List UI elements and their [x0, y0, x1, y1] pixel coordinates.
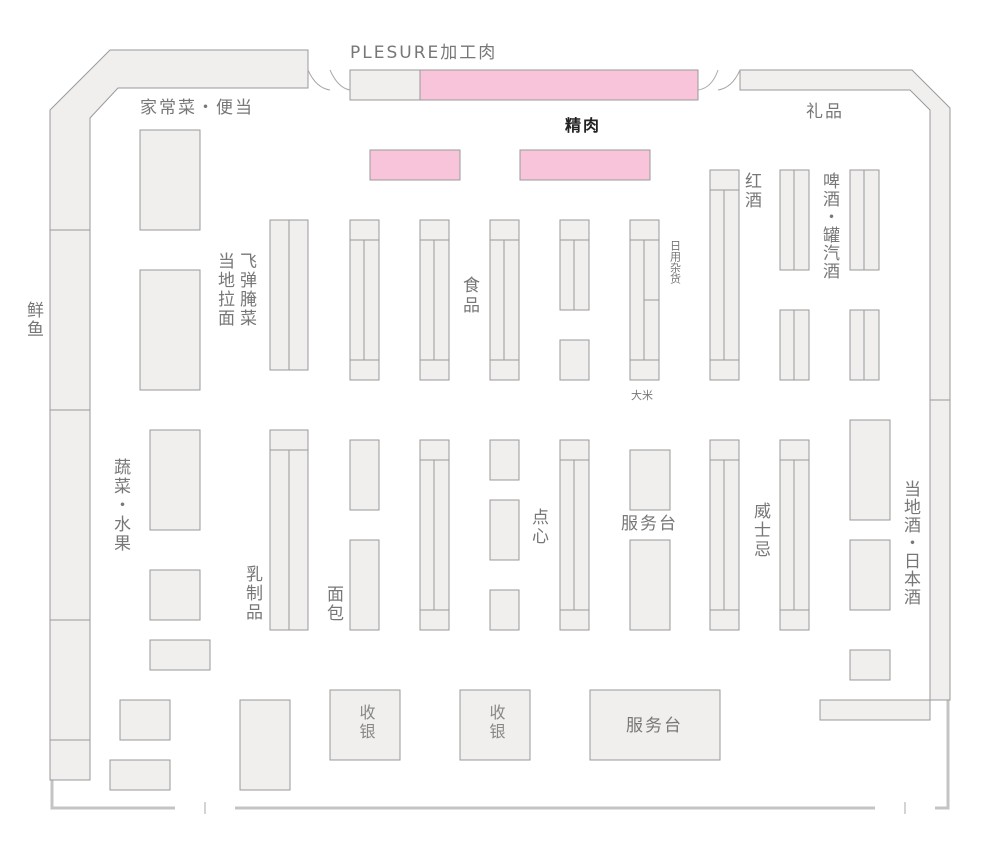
aisle-snacks-small [489, 439, 520, 631]
aisle-pickles [269, 219, 309, 371]
label-whisky: 威士忌 [750, 502, 771, 559]
aisle-whisky-2 [779, 439, 810, 631]
label-snacks: 点心 [528, 508, 549, 546]
label-gifts: 礼品 [806, 102, 844, 122]
label-dairy: 乳制品 [242, 565, 263, 622]
aisle-top-4 [489, 219, 520, 381]
aisle-dairy [269, 429, 309, 631]
label-cashier-2: 收银 [487, 704, 506, 742]
produce-table-1 [149, 429, 201, 531]
service-desk-front [589, 689, 721, 761]
fish-shelf-3 [49, 619, 91, 741]
label-red-wine: 红酒 [741, 172, 762, 210]
aisle-red-wine [709, 169, 740, 381]
front-table-1 [119, 699, 171, 741]
cashier-1 [329, 689, 401, 761]
sake-table-1 [849, 419, 891, 521]
store-outer-wall [50, 700, 950, 810]
fine-meat-counter [419, 69, 699, 101]
label-daily-goods: 日用杂货 [669, 240, 682, 285]
produce-table-3 [149, 639, 211, 671]
label-local-noodles: 当地拉面 [214, 252, 235, 328]
aisle-bread [349, 439, 380, 631]
aisle-top-3 [419, 219, 450, 381]
sake-table-2 [849, 539, 891, 611]
label-bread: 面包 [323, 585, 344, 623]
label-vegetables-fruit: 蔬菜・水果 [110, 458, 131, 553]
label-fine-meat: 精肉 [565, 116, 601, 135]
label-fresh-fish: 鲜鱼 [23, 301, 44, 339]
fish-shelf-1 [49, 229, 91, 411]
label-pickles: 飞弹腌菜 [236, 252, 257, 328]
deli-table-1 [139, 129, 201, 231]
front-table-3 [239, 699, 291, 791]
label-deli: 家常菜・便当 [140, 98, 254, 118]
label-meat-brand: PLESURE加工肉 [350, 43, 497, 63]
label-service-desk-center: 服务台 [621, 514, 678, 534]
deli-table-2 [139, 269, 201, 391]
sake-wall-shelf [929, 399, 951, 701]
label-cashier-1: 收银 [357, 704, 376, 742]
aisle-top-2 [349, 219, 380, 381]
aisle-top-5 [559, 219, 590, 381]
perimeter-shelf-top-right [739, 69, 951, 401]
aisle-beer-1 [779, 169, 810, 381]
sake-front-counter [819, 699, 931, 721]
aisle-bottom-3 [419, 439, 450, 631]
fish-shelf-4 [49, 739, 91, 781]
label-rice: 大米 [631, 388, 653, 402]
meat-island-right [519, 149, 651, 181]
label-beer-soda: 啤酒・罐汽酒 [819, 172, 840, 280]
service-desk-center-blocks [629, 449, 671, 631]
label-service-desk-front: 服务台 [626, 716, 683, 736]
processed-meat-counter [349, 69, 421, 101]
aisle-whisky-1 [709, 439, 740, 631]
label-local-sake: 当地酒・日本酒 [900, 480, 921, 606]
label-food: 食品 [459, 276, 480, 316]
meat-island-left [369, 149, 461, 181]
cashier-2 [459, 689, 531, 761]
door-top-left [307, 69, 351, 91]
sake-table-3 [849, 649, 891, 681]
aisle-snacks [559, 439, 590, 631]
aisle-beer-2 [849, 169, 880, 381]
front-table-2 [109, 759, 171, 791]
fish-shelf-2 [49, 409, 91, 621]
door-top-right [697, 69, 741, 91]
produce-table-2 [149, 569, 201, 621]
aisle-daily-goods [629, 219, 660, 381]
